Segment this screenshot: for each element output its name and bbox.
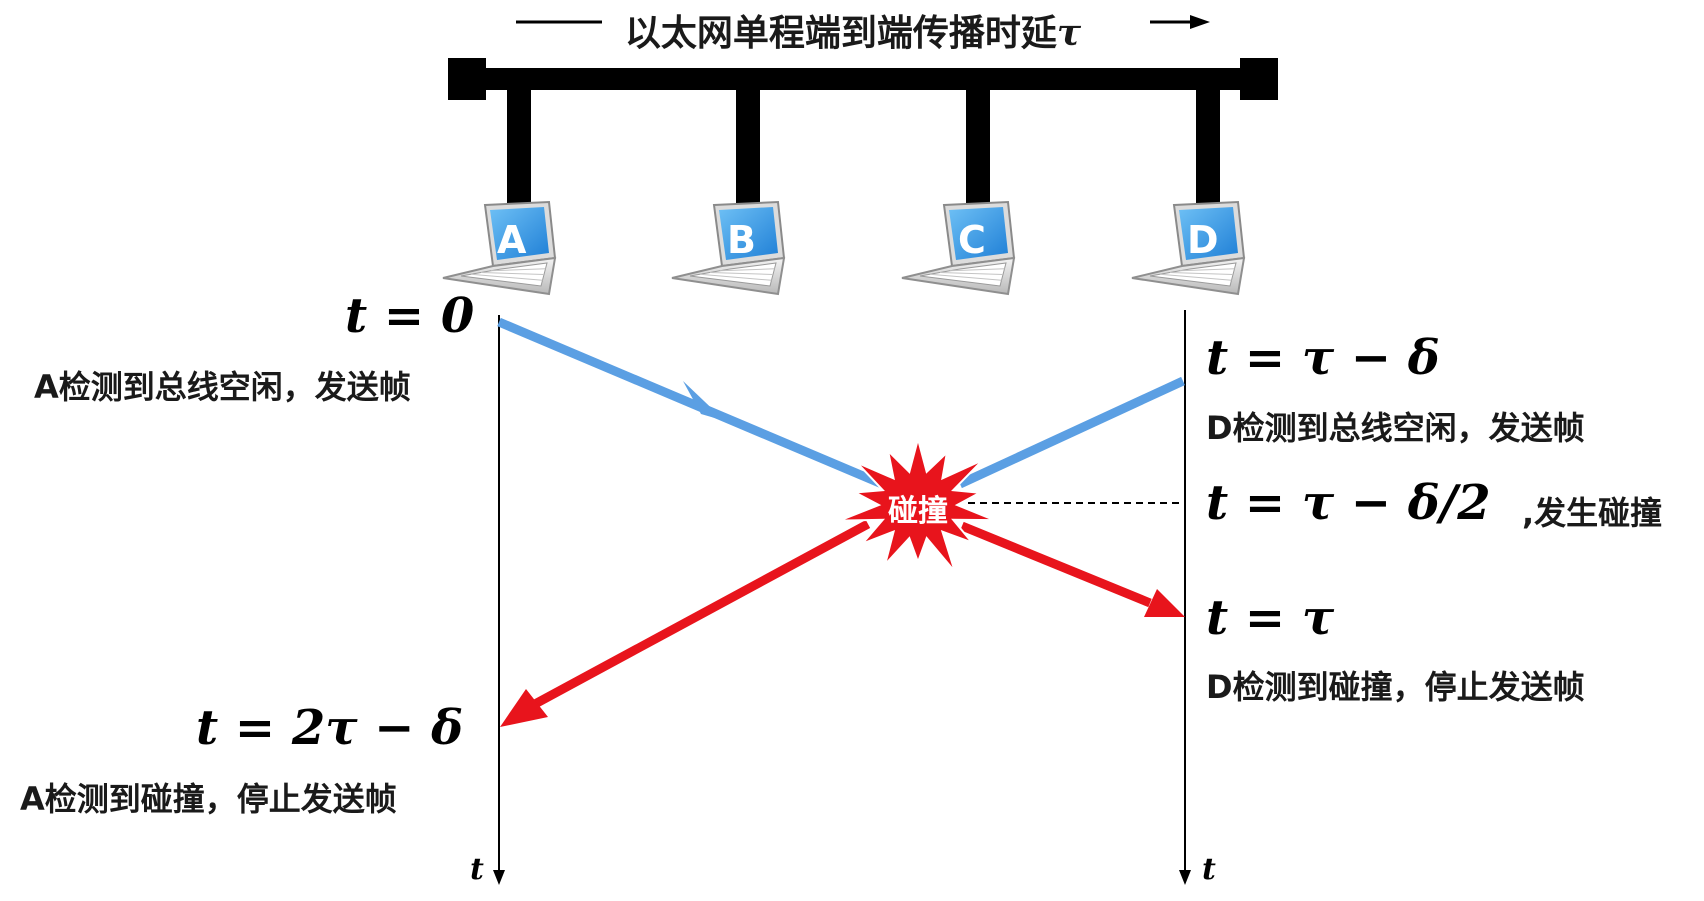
diagram-title-symbol: τ bbox=[1056, 12, 1082, 54]
station-label-d: D bbox=[1187, 218, 1219, 262]
laptop-b-icon bbox=[671, 200, 786, 296]
time-collision: t = τ − δ/2 bbox=[1206, 475, 1491, 531]
time-axis-a-label: t bbox=[470, 852, 484, 887]
laptop-c-key-row bbox=[949, 268, 1005, 272]
laptop-a-screen bbox=[490, 207, 549, 260]
laptop-a-keyboard bbox=[460, 262, 548, 287]
laptop-d-key-row bbox=[1179, 268, 1235, 272]
explosion-icon bbox=[839, 435, 995, 573]
stations bbox=[442, 200, 1246, 296]
laptop-d-icon bbox=[1131, 200, 1246, 296]
laptop-c-icon bbox=[901, 200, 1016, 296]
drop-cable-a bbox=[507, 90, 531, 220]
laptop-a-key-row bbox=[490, 268, 546, 272]
drop-cable-d bbox=[1196, 90, 1220, 220]
station-label-b: B bbox=[727, 218, 756, 262]
signal-a-send-arrow-icon bbox=[683, 381, 725, 421]
bus-terminator-right bbox=[1240, 58, 1278, 100]
laptop-c-keyboard bbox=[919, 262, 1007, 287]
laptop-d-keyboard bbox=[1149, 262, 1237, 287]
desc-d-detect: D检测到碰撞，停止发送帧 bbox=[1206, 668, 1585, 706]
laptop-a-key-row bbox=[470, 273, 543, 281]
laptop-b-key-row bbox=[709, 272, 774, 275]
station-label-c: C bbox=[958, 218, 986, 262]
laptop-b-key-row bbox=[699, 273, 772, 281]
collision-burst bbox=[839, 435, 995, 573]
ethernet-bus bbox=[448, 58, 1278, 220]
bus-terminator-left bbox=[448, 58, 486, 100]
laptop-d-key-row bbox=[1159, 273, 1232, 281]
desc-a-detect: A检测到碰撞，停止发送帧 bbox=[20, 780, 397, 818]
diagram-title: 以太网单程端到端传播时延τ bbox=[528, 4, 1178, 56]
laptop-c-screen bbox=[949, 207, 1008, 260]
jam-signal-to-a-arrow-icon bbox=[500, 689, 548, 727]
time-axes bbox=[493, 310, 1191, 885]
time-d-send: t = τ − δ bbox=[1206, 330, 1440, 386]
send-signals bbox=[497, 317, 1185, 503]
laptop-d-screen bbox=[1179, 207, 1238, 260]
laptop-a-icon bbox=[442, 200, 557, 296]
laptop-b-screen bbox=[719, 207, 778, 260]
drop-cable-c bbox=[966, 90, 990, 220]
signal-d-send bbox=[958, 376, 1185, 489]
time-axis-d-label: t bbox=[1202, 852, 1216, 887]
laptop-c-key-row bbox=[929, 273, 1002, 281]
time-axis-d-arrow-icon bbox=[1179, 870, 1191, 885]
laptop-a-key-row bbox=[480, 272, 545, 275]
desc-d-send: D检测到总线空闲，发送帧 bbox=[1206, 409, 1585, 447]
time-a-detect: t = 2τ − δ bbox=[196, 700, 464, 756]
jam-signal-to-d-arrow-icon bbox=[1144, 589, 1185, 617]
diagram-title-text: 以太网单程端到端传播时延 bbox=[624, 13, 1057, 54]
laptop-b-key-row bbox=[719, 268, 775, 272]
drop-cable-b bbox=[736, 90, 760, 220]
time-a-send: t = 0 bbox=[345, 288, 475, 344]
laptop-c-key-row bbox=[939, 272, 1004, 275]
collision-signals bbox=[500, 520, 1185, 727]
title-arrow-head-icon bbox=[1190, 15, 1210, 29]
station-label-a: A bbox=[497, 218, 527, 262]
title-arrow bbox=[516, 15, 1210, 29]
desc-a-send: A检测到总线空闲，发送帧 bbox=[34, 368, 411, 406]
time-axis-a-arrow-icon bbox=[493, 870, 505, 885]
desc-collision: ,发生碰撞 bbox=[1522, 494, 1663, 532]
collision-label: 碰撞 bbox=[888, 494, 948, 529]
time-d-detect: t = τ bbox=[1206, 590, 1335, 646]
bus-bar bbox=[448, 68, 1278, 90]
laptop-b-keyboard bbox=[689, 262, 777, 287]
jam-signal-to-a bbox=[532, 520, 871, 708]
jam-signal-to-d bbox=[960, 521, 1152, 608]
laptop-d-key-row bbox=[1169, 272, 1234, 275]
